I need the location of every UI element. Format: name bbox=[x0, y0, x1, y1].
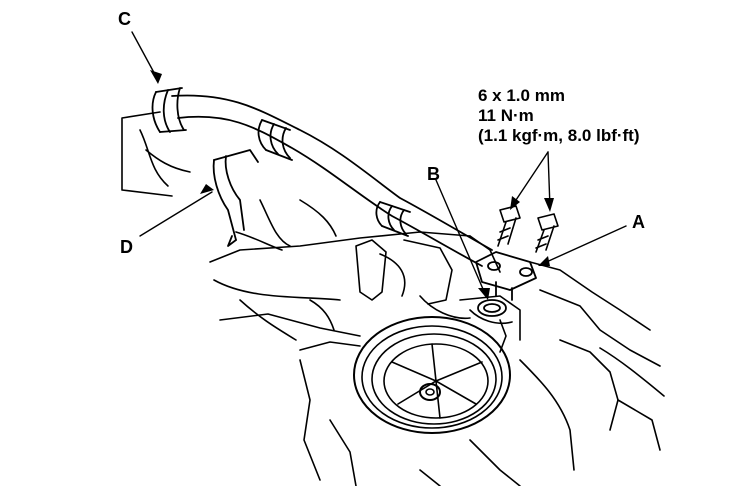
callout-a: A bbox=[632, 212, 645, 232]
callout-c: C bbox=[118, 9, 131, 29]
torque-nm: 11 N·m bbox=[478, 106, 534, 125]
bolt-size: 6 x 1.0 mm bbox=[478, 86, 565, 105]
torque-spec: 6 x 1.0 mm 11 N·m (1.1 kgf·m, 8.0 lbf·ft… bbox=[478, 86, 640, 146]
hose-clamp bbox=[212, 149, 259, 247]
high-pressure-hose bbox=[151, 87, 493, 267]
power-steering-pump bbox=[459, 295, 521, 353]
torque-alt-units: (1.1 kgf·m, 8.0 lbf·ft) bbox=[478, 126, 640, 145]
hose-fitting bbox=[475, 251, 537, 301]
o-ring bbox=[477, 299, 507, 317]
callout-b: B bbox=[427, 164, 440, 184]
pump-pulley bbox=[353, 316, 511, 434]
leader-lines bbox=[131, 31, 627, 297]
flange-bolts bbox=[497, 205, 559, 253]
callout-d: D bbox=[120, 237, 133, 257]
arrow-heads bbox=[150, 70, 554, 300]
engine-block bbox=[209, 199, 665, 486]
